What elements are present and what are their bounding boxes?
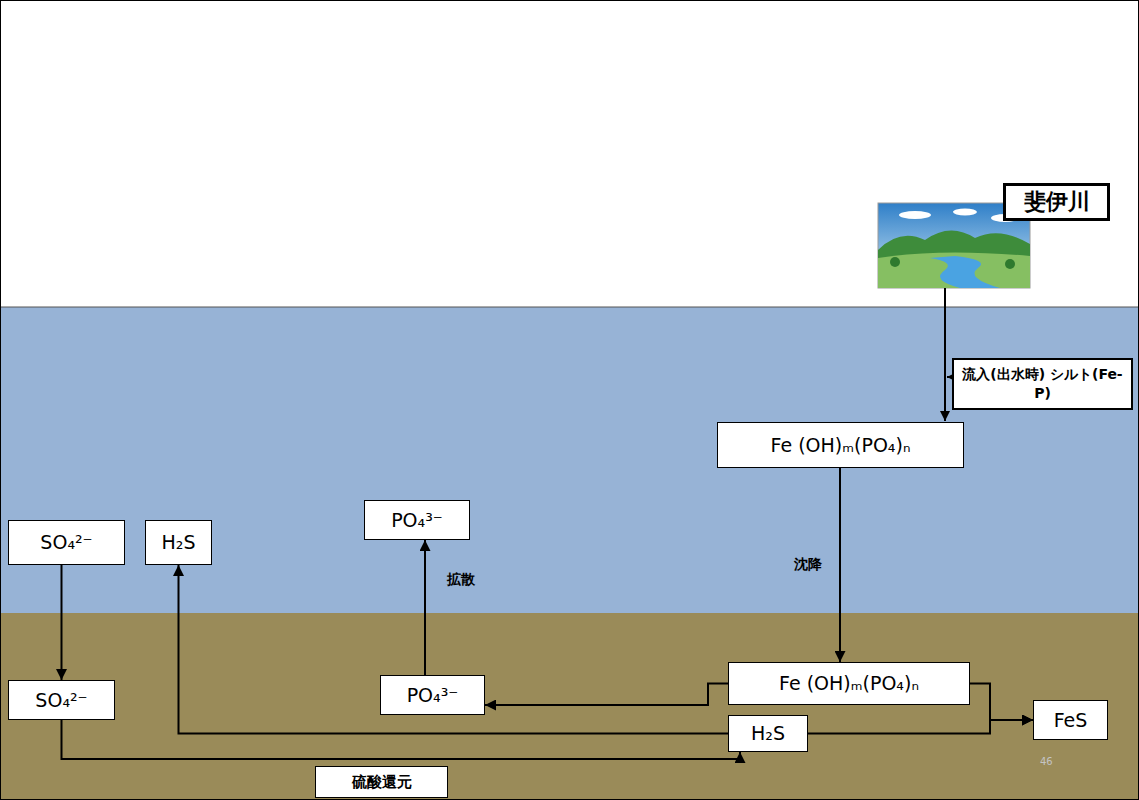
tree <box>1005 259 1015 269</box>
compound-box: H₂S <box>728 715 808 752</box>
field <box>878 252 1030 288</box>
cloud <box>953 209 977 216</box>
compound-box: SO₄²⁻ <box>8 520 125 565</box>
reaction-arrow <box>179 565 729 734</box>
compound-box: FeS <box>1033 700 1108 740</box>
node-text: Fe (OH)ₘ(PO₄)ₙ <box>771 434 911 457</box>
water-surface <box>0 307 1139 308</box>
page-number: 46 <box>1040 756 1053 767</box>
reaction-arrow <box>808 720 1033 734</box>
title-box: 斐伊川 <box>1003 183 1110 221</box>
sediment-layer <box>0 613 1139 800</box>
reaction-arrow <box>62 720 741 759</box>
reaction-arrow <box>485 684 728 706</box>
node-text: 斐伊川 <box>1024 189 1090 215</box>
edge-label: 拡散 <box>447 571 475 589</box>
mountains <box>878 230 1030 288</box>
water-layer <box>0 307 1139 613</box>
node-text: SO₄²⁻ <box>40 531 92 554</box>
compound-box: SO₄²⁻ <box>8 680 115 720</box>
compound-box: PO₄³⁻ <box>380 675 485 715</box>
reaction-arrow <box>970 684 1033 721</box>
process-label-box: 硫酸還元 <box>315 766 448 798</box>
compound-box: Fe (OH)ₘ(PO₄)ₙ <box>717 422 964 468</box>
reaction-arrow <box>839 468 841 662</box>
node-text: Fe (OH)ₘ(PO₄)ₙ <box>779 672 919 695</box>
compound-box: PO₄³⁻ <box>364 500 470 540</box>
reaction-arrow <box>424 540 426 675</box>
node-text: 硫酸還元 <box>352 773 412 791</box>
node-text: SO₄²⁻ <box>35 689 87 712</box>
reaction-arrow <box>61 565 63 680</box>
node-text: PO₄³⁻ <box>407 684 459 707</box>
node-text: FeS <box>1054 709 1088 732</box>
callout-box: 流入(出水時) シルト(Fe-P) <box>952 358 1133 410</box>
node-text: H₂S <box>751 722 785 745</box>
node-text: 流入(出水時) シルト(Fe-P) <box>962 365 1123 403</box>
edge-label: 沈降 <box>794 556 822 574</box>
sky-area <box>0 0 1139 307</box>
node-text: H₂S <box>162 531 196 554</box>
compound-box: H₂S <box>145 520 212 565</box>
cloud <box>899 211 931 219</box>
tree <box>890 257 900 267</box>
compound-box: Fe (OH)ₘ(PO₄)ₙ <box>728 662 970 705</box>
node-text: PO₄³⁻ <box>391 509 443 532</box>
river <box>930 256 1000 288</box>
inflow-arrow <box>944 288 946 421</box>
